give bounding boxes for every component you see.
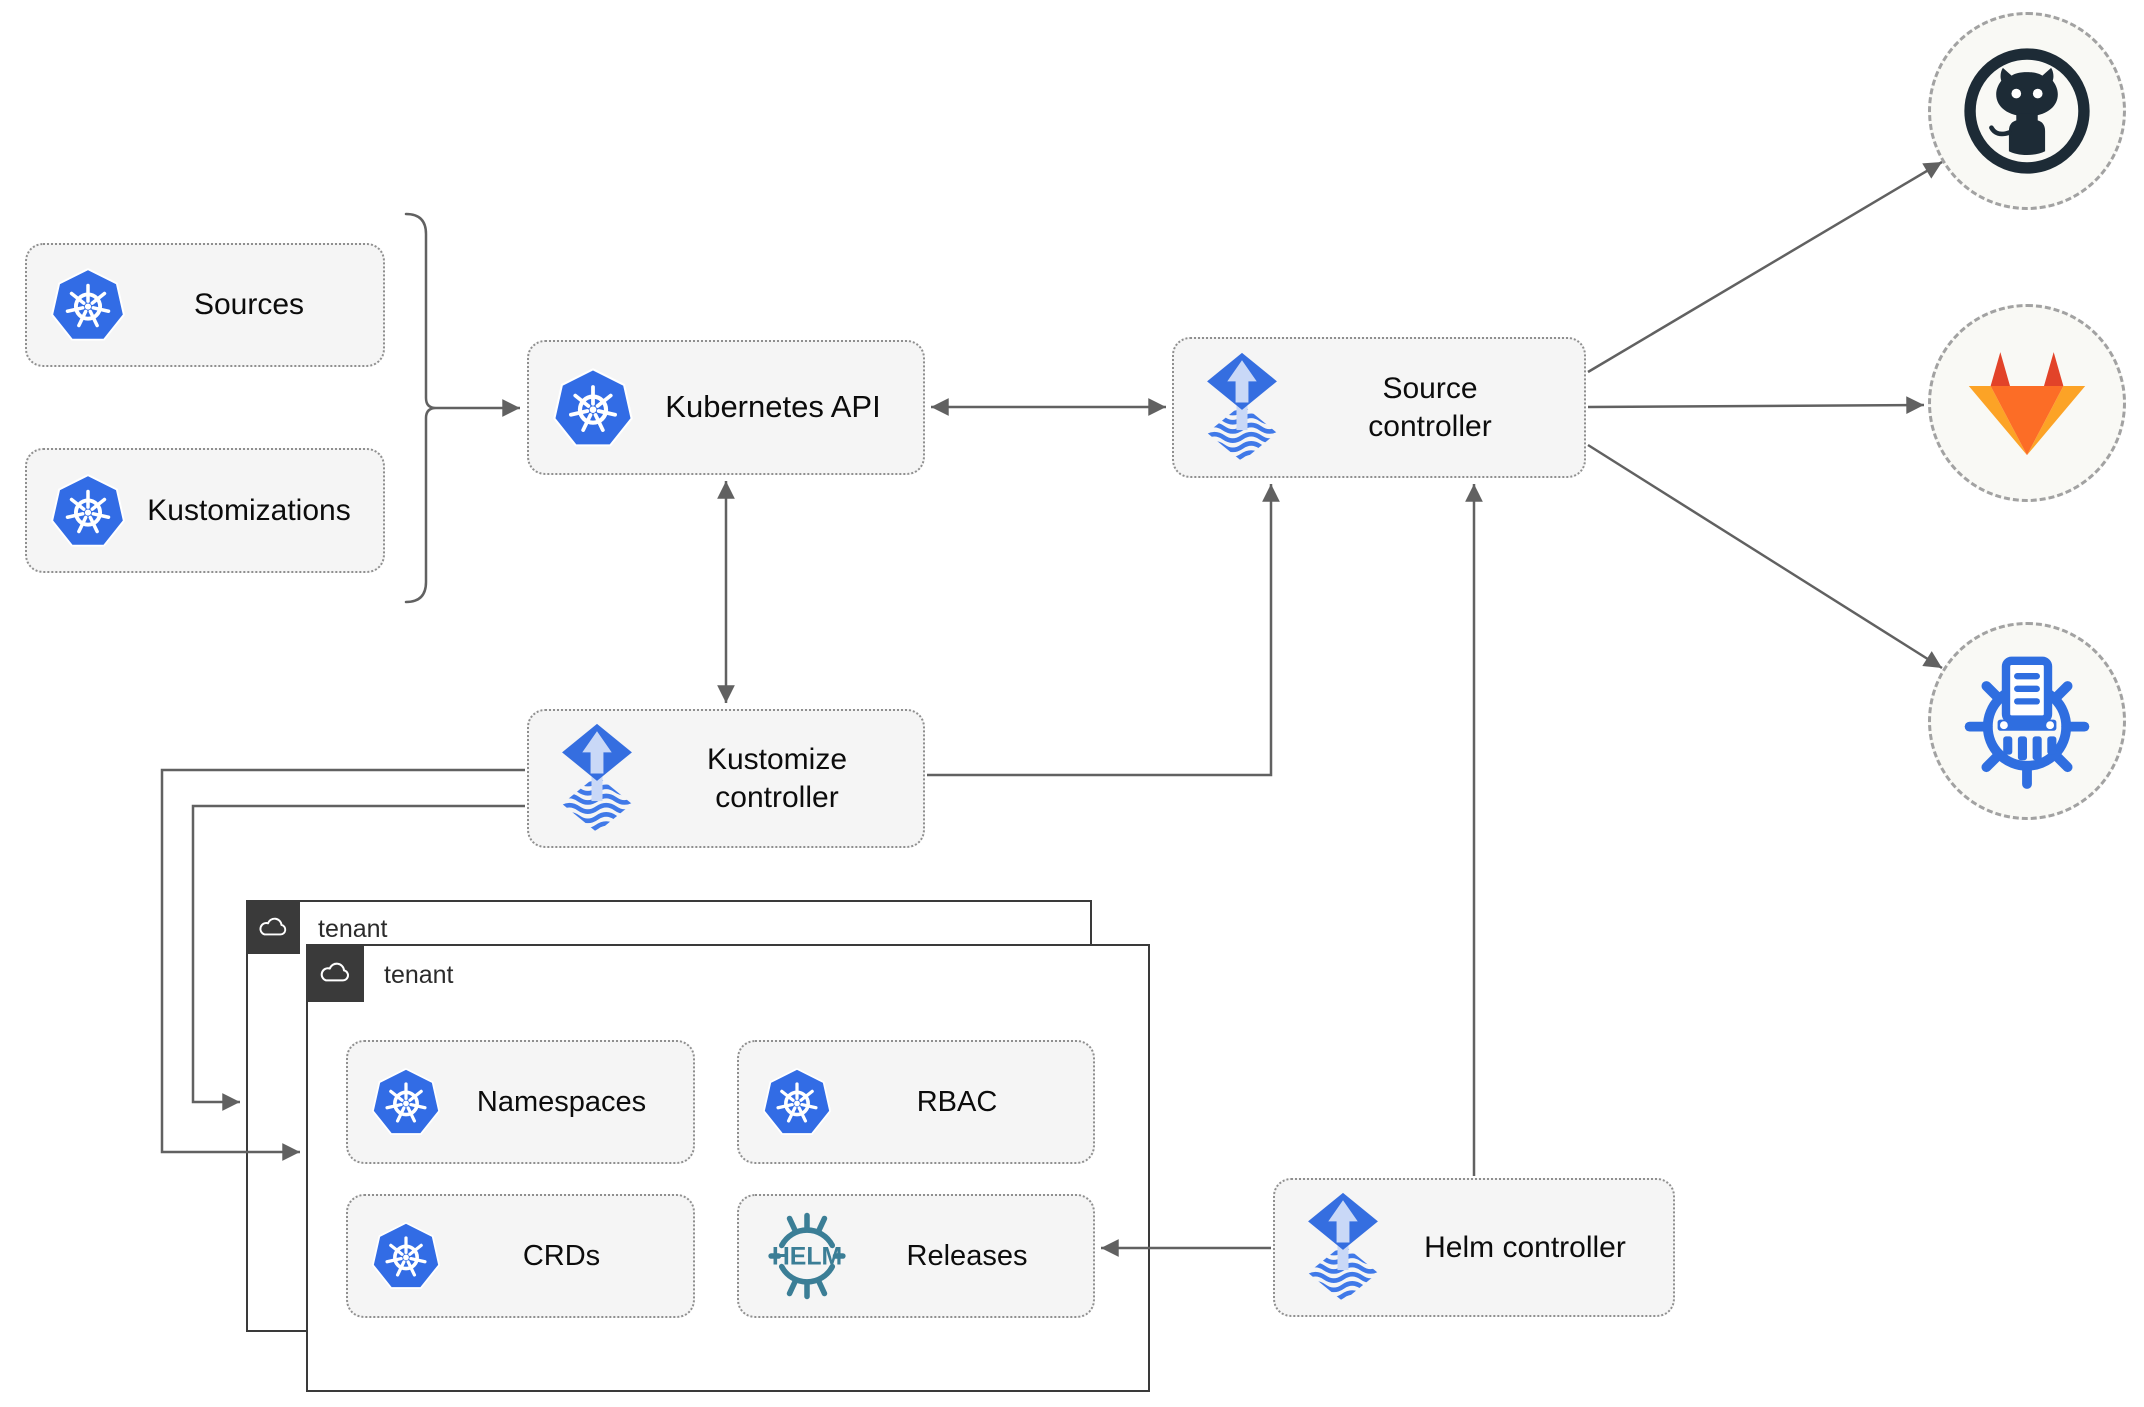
- tenant-back-label: tenant: [318, 915, 388, 943]
- node-rbac-label: RBAC: [916, 1085, 998, 1118]
- node-helm-controller: Helm controller: [1273, 1178, 1675, 1317]
- node-kubernetes-api-label: Kubernetes API: [665, 389, 881, 425]
- node-namespaces: Namespaces: [346, 1040, 695, 1164]
- gitlab-icon: [1968, 352, 2086, 456]
- node-helm-controller-label: Helm controller: [1424, 1230, 1626, 1264]
- node-crds: CRDs: [346, 1194, 695, 1318]
- edge-sourcectrl-gitlab: [1587, 396, 1925, 414]
- flux-icon: [1297, 1191, 1389, 1305]
- chartmuseum-icon: [1964, 656, 2090, 789]
- node-namespaces-label: Namespaces: [476, 1085, 647, 1118]
- tenant-box-front: tenant: [305, 943, 1150, 1392]
- endpoint-github: [1928, 12, 2126, 210]
- node-crds-label: CRDs: [522, 1239, 601, 1272]
- kubernetes-icon: [551, 366, 635, 450]
- node-source-controller-label: Source controller: [1368, 372, 1492, 443]
- cloud-icon: [256, 914, 290, 940]
- tenant-front-label: tenant: [384, 961, 454, 989]
- endpoint-gitlab: [1928, 304, 2126, 502]
- node-kustomizations-label: Kustomizations: [147, 493, 351, 527]
- node-rbac: RBAC: [737, 1040, 1095, 1164]
- brace-sources-group: [404, 212, 437, 604]
- github-icon: [1964, 48, 2090, 174]
- kubernetes-icon: [370, 1066, 442, 1138]
- edge-kustomizectrl-sourcectrl: [927, 484, 1280, 777]
- node-releases-label: Releases: [906, 1239, 1028, 1272]
- node-sources: Sources: [25, 243, 385, 367]
- node-releases: HELM Releases: [737, 1194, 1095, 1318]
- helm-logo-text: HELM: [772, 1243, 842, 1270]
- helm-icon: HELM: [768, 1212, 846, 1300]
- kubernetes-icon: [49, 266, 127, 344]
- node-kustomizations: Kustomizations: [25, 448, 385, 573]
- cloud-icon: [317, 959, 353, 986]
- flux-icon: [1196, 351, 1288, 465]
- flux-icon: [551, 722, 643, 836]
- tenant-back-badge: [245, 899, 300, 954]
- node-source-controller: Source controller: [1172, 337, 1586, 478]
- node-kustomize-controller: Kustomize controller: [527, 709, 925, 848]
- node-sources-label: Sources: [193, 288, 305, 322]
- kubernetes-icon: [761, 1066, 833, 1138]
- kubernetes-icon: [370, 1220, 442, 1292]
- kubernetes-icon: [49, 472, 127, 550]
- tenant-front-badge: [305, 943, 364, 1002]
- node-kustomize-controller-label: Kustomize controller: [706, 743, 848, 814]
- node-kubernetes-api: Kubernetes API: [527, 340, 925, 475]
- endpoint-chartmuseum: [1928, 622, 2126, 820]
- edge-sourcectrl-chartmuseum: [1587, 443, 1943, 670]
- edge-sourcectrl-github: [1587, 160, 1943, 374]
